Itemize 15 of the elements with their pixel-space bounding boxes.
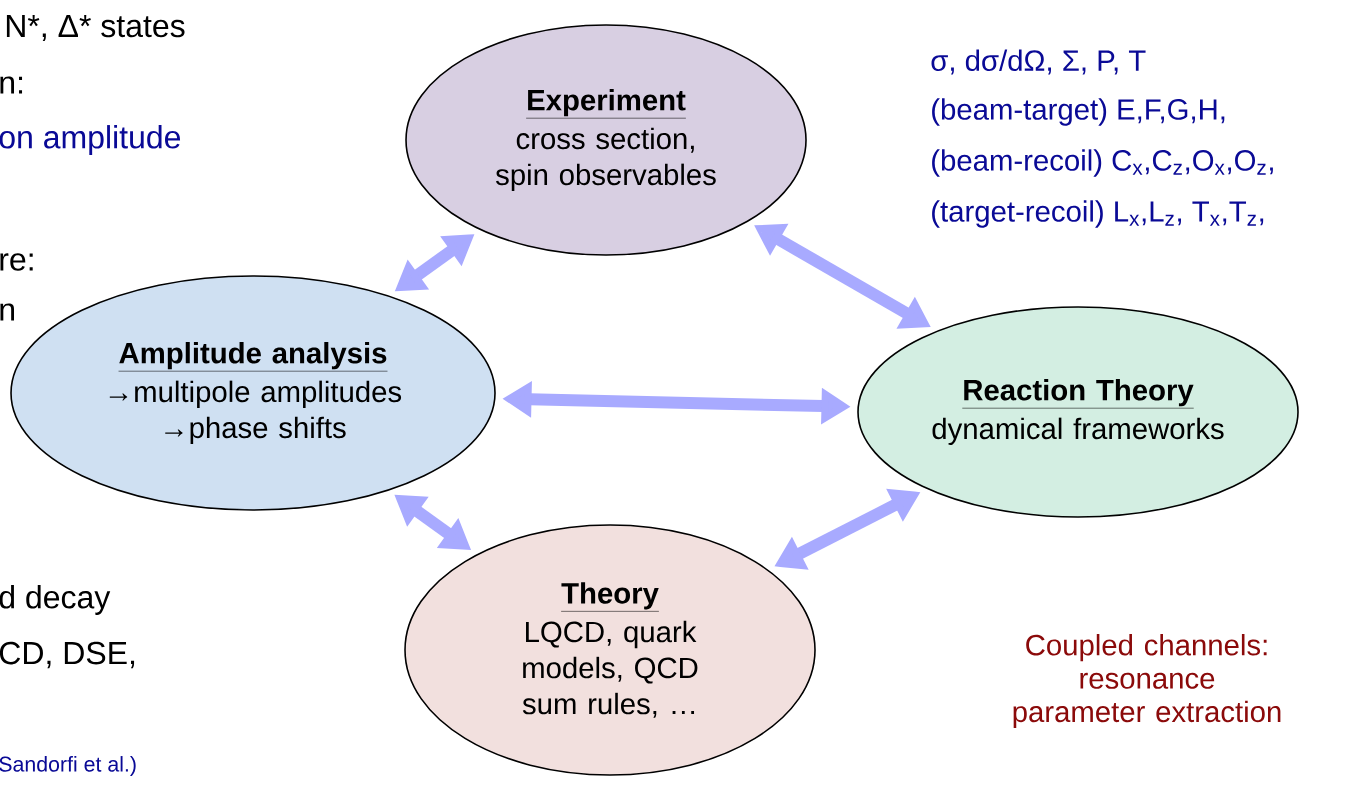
observable-list: (beam-target) E,F,G,H,	[932, 98, 1225, 126]
observable-list: (beam-recoil) C$_{x}$,C$_{z}$,O$_{x}$,O$_{z}$,	[932, 149, 1273, 177]
citation-text: Sandorfi et al.)	[0, 756, 136, 776]
ellipse-node: Experiment cross section, spin observables	[405, 24, 807, 256]
ellipse-node: Theory LQCD, quark models, QCD sum rules, …	[404, 524, 816, 776]
ellipse-node: Reaction Theory dynamical frameworks	[857, 306, 1299, 518]
text-fragment: on amplitude	[0, 125, 181, 155]
text-fragment: re:	[0, 253, 33, 271]
note-text: Coupled channels: resonance parameter extraction	[1013, 633, 1281, 728]
text-fragment: d decay	[0, 585, 111, 615]
text-fragment: N*, Δ* states	[6, 14, 185, 42]
text-fragment: CD, DSE,	[0, 641, 135, 669]
text-fragment: n:	[0, 76, 23, 94]
observable-list: σ, dσ/dΩ, Σ, P, T	[931, 49, 1146, 75]
observable-list: (target-recoil) L$_{x}$,L$_{z}$, T$_{x}$,T$_{z}$,	[932, 200, 1264, 228]
